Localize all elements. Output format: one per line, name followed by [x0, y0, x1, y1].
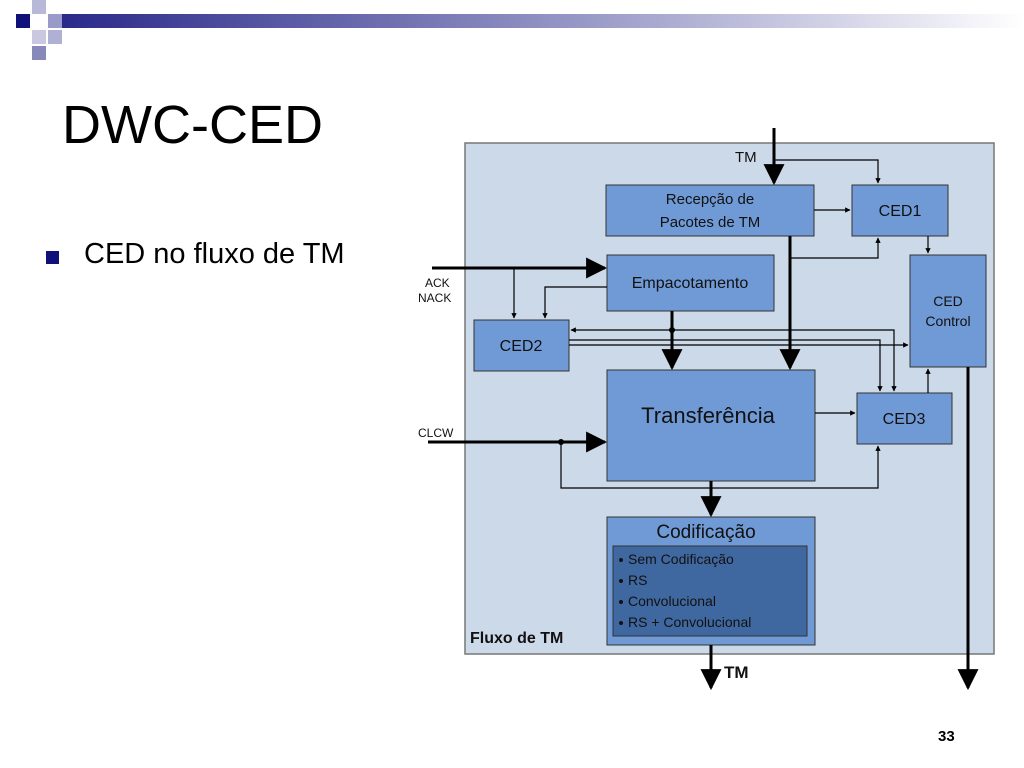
- tm-output-label: TM: [724, 663, 749, 682]
- codificacao-option: RS: [628, 572, 647, 588]
- recepcao-block: [605, 184, 815, 237]
- ced2-label: CED2: [500, 338, 543, 355]
- nack-label: NACK: [418, 291, 451, 305]
- empacotamento-block: [606, 254, 775, 312]
- clcw-label: CLCW: [418, 426, 454, 440]
- ack-label: ACK: [425, 276, 450, 290]
- ced-control-block: [909, 254, 987, 368]
- clcw-to-ced3-connection: [560, 442, 881, 489]
- junction-dot: [558, 439, 564, 445]
- transferencia-label: Transferência: [641, 403, 775, 428]
- codificacao-option: Convolucional: [628, 593, 716, 609]
- option-bullet: [619, 600, 623, 604]
- empacotamento-to-ced2-connection: [542, 286, 607, 319]
- ced2-to-ced3-connection: [569, 339, 883, 392]
- bullet-marker: [46, 251, 59, 264]
- transferencia-block: [606, 369, 816, 482]
- tm-input-label: TM: [735, 149, 757, 166]
- top-banner: [16, 0, 1024, 60]
- recepcao-label-line2: Pacotes de TM: [660, 214, 761, 231]
- codificacao-title: Codificação: [656, 522, 755, 543]
- option-bullet: [619, 621, 623, 625]
- tm-to-ced1-connection: [774, 159, 881, 184]
- codificacao-option: Sem Codificação: [628, 551, 734, 567]
- empacotamento-label: Empacotamento: [632, 275, 749, 292]
- option-bullet: [619, 558, 623, 562]
- recepcao-to-ced1-feedback: [790, 237, 881, 259]
- container-label: Fluxo de TM: [470, 630, 563, 647]
- recepcao-label-line1: Recepção de: [666, 191, 754, 208]
- codificacao-option: RS + Convolucional: [628, 614, 751, 630]
- bullet-text: CED no fluxo de TM: [84, 238, 345, 270]
- codificacao-options-box: [612, 545, 808, 637]
- page-number: 33: [938, 728, 955, 745]
- ced-control-label-line2: Control: [925, 313, 970, 329]
- ced2-block: [473, 319, 570, 372]
- tap-to-ced3-connection: [672, 329, 897, 392]
- option-bullet: [619, 579, 623, 583]
- ced-control-label-line1: CED: [933, 293, 963, 309]
- ced1-block: [851, 184, 949, 237]
- junction-dot: [669, 327, 675, 333]
- ced3-label: CED3: [883, 411, 926, 428]
- slide-title: DWC-CED: [62, 95, 323, 155]
- ced1-label: CED1: [879, 203, 922, 220]
- ced3-block: [856, 392, 953, 445]
